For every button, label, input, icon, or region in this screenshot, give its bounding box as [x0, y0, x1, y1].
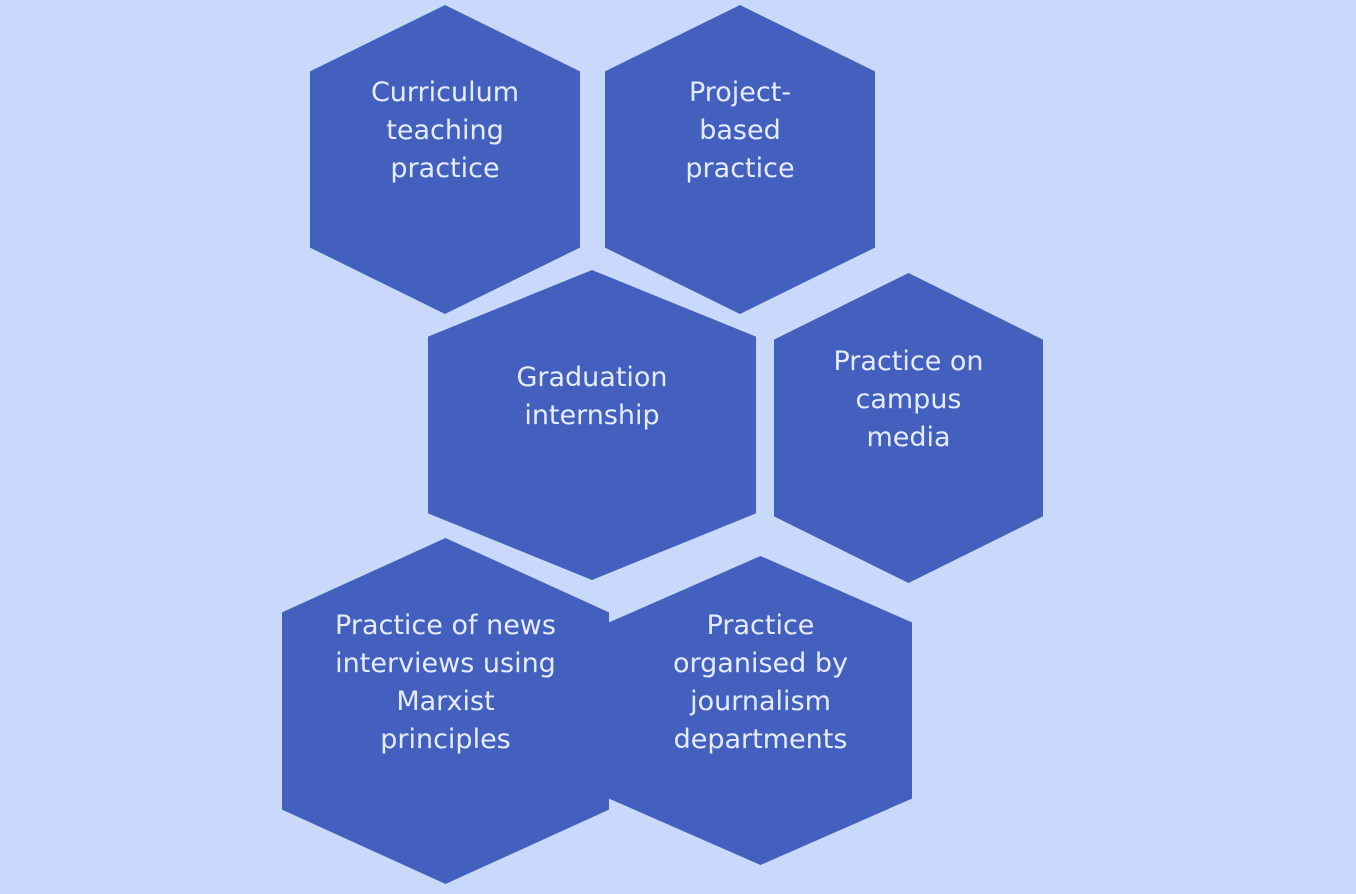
hexagon-graduation: Graduation internship	[428, 270, 756, 580]
hexagon-label-line: Graduation	[516, 362, 667, 393]
hexagon-label-line: teaching	[386, 115, 503, 146]
hexagon-label-line: media	[866, 422, 950, 453]
hexagon-label: Practice on campus media	[833, 346, 983, 453]
hexagon-label: Curriculum teaching practice	[371, 77, 519, 184]
hexagon-shape	[428, 270, 756, 580]
hexagon-label-line: based	[699, 115, 781, 146]
hexagon-label-line: organised by	[673, 648, 848, 679]
hexagon-label-line: principles	[380, 724, 511, 755]
hexagon-label-line: departments	[674, 724, 848, 755]
hexagon-journalism-departments: Practice organised by journalism department…	[609, 556, 912, 865]
hexagon-label-line: practice	[390, 153, 499, 184]
hexagon-label-line: Marxist	[396, 686, 494, 717]
hexagon-shape	[609, 556, 912, 865]
hexagon-curriculum: Curriculum teaching practice	[310, 5, 580, 314]
hexagon-shape	[282, 538, 609, 884]
hexagon-label-line: internship	[524, 400, 659, 431]
hexagon-shape	[605, 5, 875, 314]
hexagon-label-line: Project-	[689, 77, 791, 108]
hexagon-label: Graduation internship	[516, 362, 667, 431]
hexagon-label-line: journalism	[689, 686, 831, 717]
hexagon-label-line: Curriculum	[371, 77, 519, 108]
hexagon-project: Project-based practice	[605, 5, 875, 314]
hexagon-label: Practice organised by journalism department…	[673, 610, 848, 755]
hexagon-label-line: Practice of news	[335, 610, 556, 641]
hexagon-label: Project-based practice	[685, 77, 794, 184]
hexagon-shape	[774, 273, 1043, 583]
hexagon-campus-media: Practice on campus media	[774, 273, 1043, 583]
hexagon-shape	[310, 5, 580, 314]
hexagon-label-line: campus	[855, 384, 961, 415]
hexagon-label-line: interviews using	[335, 648, 556, 679]
hexagon-label-line: practice	[685, 153, 794, 184]
hexagon-label-line: Practice on	[833, 346, 983, 377]
hexagon-label-line: Practice	[707, 610, 815, 641]
